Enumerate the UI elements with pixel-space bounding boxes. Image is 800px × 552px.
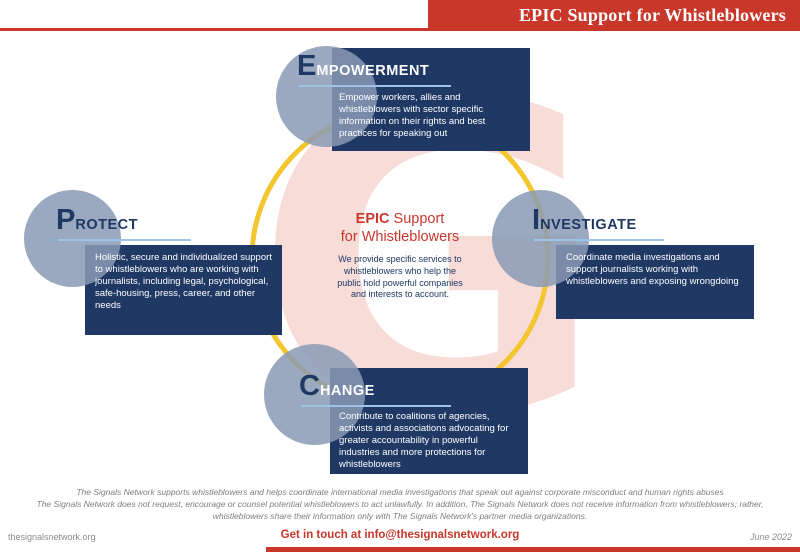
disclaimer-line-2: The Signals Network does not request, en… [36,498,764,521]
investigate-accent-circle [492,190,589,287]
change-body: Contribute to coalitions of agencies, ac… [339,411,509,470]
empowerment-body: Empower workers, allies and whistleblowe… [339,92,486,139]
change-initial: C [299,370,320,402]
card-investigate [556,245,754,319]
center-title-line2: for Whistleblowers [340,229,460,246]
website-url: thesignalsnetwork.org [8,532,96,542]
change-heading-rest: HANGE [319,383,375,399]
page-title: EPIC Support for Whistleblowers [518,5,786,25]
header-rule [0,28,800,31]
date-label: June 2022 [749,532,792,542]
protect-body: Holistic, secure and individualized supp… [95,252,272,311]
empowerment-initial: E [297,50,317,82]
protect-accent-circle [24,190,121,287]
center-text-block: EPIC Support for Whistleblowers We provi… [312,210,488,301]
center-title-line1: EPIC Support [312,210,488,228]
protect-heading-rest: ROTECT [75,217,138,233]
protect-initial: P [56,204,76,236]
investigate-heading-rest: NVESTIGATE [540,217,637,233]
protect-underline [58,239,191,241]
center-title-support: Support [389,211,445,227]
empowerment-heading-rest: MPOWERMENT [316,63,430,79]
center-description: We provide specific services to whistleb… [337,254,463,300]
header-bar: EPIC Support for Whistleblowers [428,0,800,31]
contact-link[interactable]: Get in touch at info@thesignalsnetwork.o… [280,529,520,541]
center-title: EPIC Support for Whistleblowers [312,210,488,246]
disclaimer-line-1: The Signals Network supports whistleblow… [76,487,724,497]
change-accent-circle [264,344,365,445]
change-underline [301,405,451,407]
center-title-epic: EPIC [355,211,390,227]
empowerment-accent-circle [276,46,377,147]
footer-accent-bar [266,547,800,552]
investigate-body: Coordinate media investigations and supp… [566,252,739,287]
investigate-underline [534,239,664,241]
empowerment-underline [299,85,451,87]
card-protect [85,245,282,335]
disclaimer: The Signals Network supports whistleblow… [30,487,770,523]
investigate-initial: I [532,204,541,236]
